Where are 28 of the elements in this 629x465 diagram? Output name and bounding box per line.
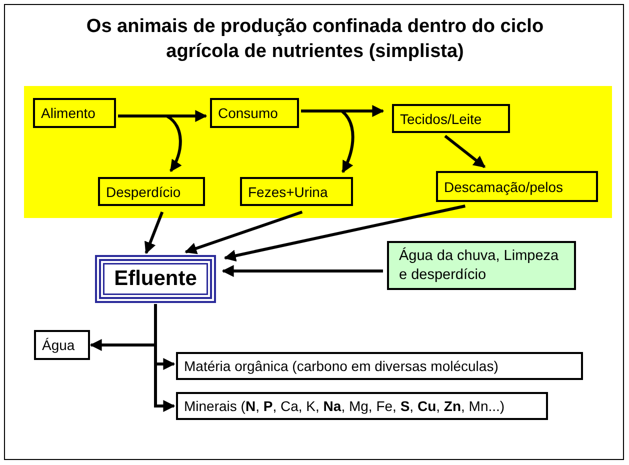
node-label: Fezes+Urina bbox=[248, 184, 328, 200]
arrow bbox=[444, 134, 486, 168]
process-box bbox=[392, 104, 510, 133]
process-box bbox=[176, 352, 583, 380]
node-label: Tecidos/Leite bbox=[400, 110, 482, 126]
node-label: Minerais (N, P, Ca, K, Na, Mg, Fe, S, Cu, Zn, Mn...) bbox=[184, 398, 505, 414]
node-label: Desperdício bbox=[106, 184, 181, 200]
process-box bbox=[436, 171, 598, 202]
process-box bbox=[240, 177, 353, 206]
process-box bbox=[176, 392, 548, 420]
arrow bbox=[118, 114, 182, 172]
node-label: Matéria orgânica (carbono em diversas moléculas) bbox=[184, 358, 498, 374]
arrow bbox=[301, 110, 354, 174]
node-label: Alimento bbox=[41, 105, 96, 121]
node-label: Água da chuva, Limpeza e desperdício bbox=[399, 246, 560, 284]
process-box bbox=[98, 177, 205, 206]
process-box bbox=[210, 98, 299, 128]
node-label: Consumo bbox=[218, 105, 278, 121]
node-label: Efluente bbox=[114, 267, 197, 291]
process-box bbox=[33, 98, 116, 128]
input-box bbox=[387, 241, 576, 290]
title: Os animais de produção confinada dentro do ciclo agrícola de nutrientes (simplista) bbox=[85, 15, 545, 64]
node-label: Água bbox=[42, 337, 75, 353]
process-box bbox=[34, 330, 90, 360]
arrow bbox=[144, 211, 164, 254]
effluent-box bbox=[95, 255, 216, 303]
arrow bbox=[222, 265, 383, 277]
node-label: Descamação/pelos bbox=[444, 178, 564, 194]
